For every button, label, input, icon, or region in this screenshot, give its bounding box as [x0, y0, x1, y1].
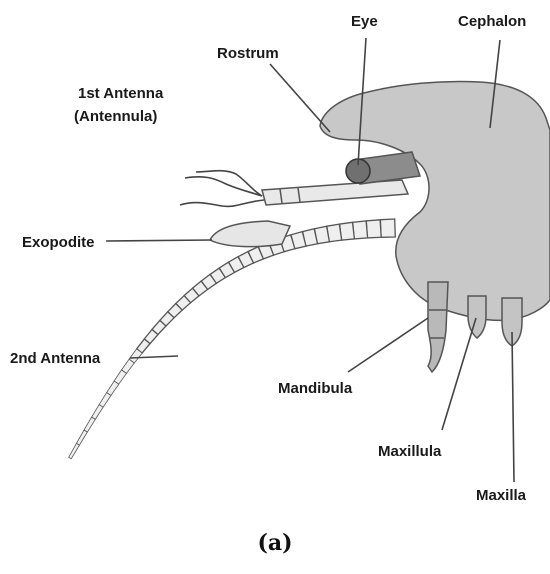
antenna-segment [69, 443, 80, 458]
exopodite [210, 221, 290, 247]
antenna-segment [92, 405, 104, 420]
label-first-antenna: 1st Antenna [78, 85, 164, 102]
label-eye: Eye [351, 13, 378, 30]
antenna-segment [353, 221, 368, 239]
leader-maxilla [512, 332, 514, 482]
leader-mandibula [348, 318, 428, 372]
leader-rostrum [270, 64, 330, 132]
label-mandibula: Mandibula [278, 380, 353, 397]
antenna-segment [76, 430, 87, 445]
antenna-segment [99, 393, 111, 408]
leader-exopodite [106, 240, 212, 241]
label-second-antenna: 2nd Antenna [10, 350, 101, 367]
label-maxilla: Maxilla [476, 487, 527, 504]
antenna-segment [366, 220, 381, 238]
mandibula [428, 282, 448, 372]
label-antennula: (Antennula) [74, 108, 157, 125]
label-maxillula: Maxillula [378, 443, 442, 460]
leader-maxillula [442, 318, 476, 430]
eye-stalk [346, 152, 420, 184]
antenna-segment [84, 417, 95, 432]
second-antenna [69, 219, 396, 459]
antenna-segment [380, 219, 395, 237]
maxillula [468, 296, 486, 338]
figure-caption: (a) [0, 530, 550, 556]
label-rostrum: Rostrum [217, 45, 279, 62]
label-cephalon: Cephalon [458, 13, 526, 30]
crustacean-head-diagram: Eye Cephalon Rostrum 1st Antenna (Antenn… [0, 0, 550, 520]
label-exopodite: Exopodite [22, 234, 95, 251]
